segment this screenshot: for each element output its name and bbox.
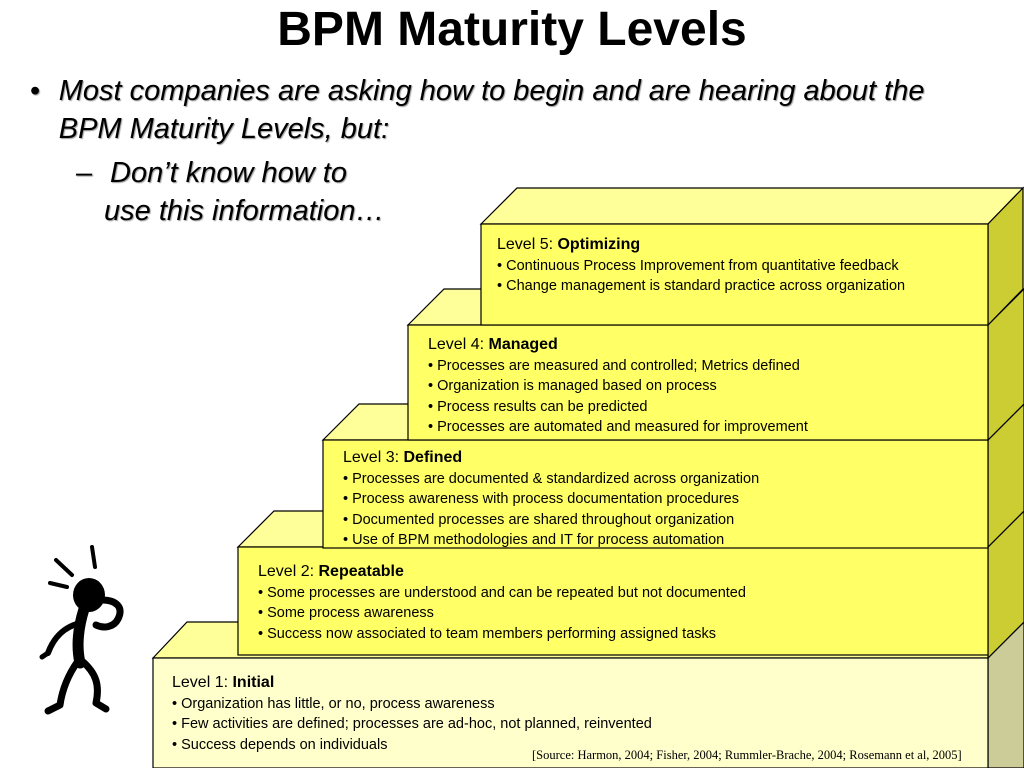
level-2-heading: Level 2: Repeatable [258,563,404,580]
level-2-item: • Some processes are understood and can … [258,584,746,601]
level-5-item: • Change management is standard practice… [497,278,906,294]
page-title: BPM Maturity Levels [277,3,747,56]
level-2-block: Level 2: Repeatable • Some processes are… [258,562,746,644]
level-3-heading: Level 3: Defined [343,449,463,466]
level-4-heading: Level 4: Managed [428,336,558,353]
step-4-front [407,324,989,441]
level-2-item: • Success now associated to team members… [258,625,717,642]
level-5-block: Level 5: Optimizing • Continuous Process… [497,235,905,297]
level-1-block: Level 1: Initial • Organization has litt… [172,673,652,755]
sub-bullet-line-2: use this information… [104,195,385,227]
level-3-item: • Documented processes are shared throug… [343,511,735,528]
step-5-front [480,223,989,326]
confused-stick-figure-icon [39,545,124,715]
level-3-item: • Process awareness with process documen… [343,491,739,507]
level-1-item: • Success depends on individuals [172,736,388,753]
level-1-item: • Few activities are defined; processes … [172,716,652,732]
level-3-item: • Processes are documented & standardize… [343,470,760,487]
level-3-block: Level 3: Defined • Processes are documen… [343,448,759,551]
level-4-item: • Organization is managed based on proce… [428,378,717,394]
sub-bullet-line-1: Don’t know how to [110,157,347,189]
bullet-text: Most companies are asking how to begin a… [58,75,925,145]
step-2-front [237,546,989,656]
step-3-front [322,439,989,549]
level-3-item: • Use of BPM methodologies and IT for pr… [343,532,725,548]
level-5-heading: Level 5: Optimizing [497,236,641,253]
bullet-list: • Most companies are asking how to begin… [30,72,970,230]
bullet-marker: • [30,75,41,107]
level-4-item: • Processes are measured and controlled;… [428,357,800,374]
sub-bullet-marker: – [76,157,93,189]
step-5-top [479,187,1024,225]
bullet-item: • Most companies are asking how to begin… [30,72,970,148]
level-5-item: • Continuous Process Improvement from qu… [497,257,899,274]
level-1-item: • Organization has little, or no, proces… [172,695,495,712]
level-4-item: • Process results can be predicted [428,398,648,415]
step-level-5 [479,186,1024,327]
source-citation: [Source: Harmon, 2004; Fisher, 2004; Rum… [532,748,962,762]
level-1-heading: Level 1: Initial [172,674,275,691]
level-4-item: • Processes are automated and measured f… [428,419,808,435]
level-4-block: Level 4: Managed • Processes are measure… [428,335,808,438]
step-1-front [152,657,989,768]
level-2-item: • Some process awareness [258,605,434,621]
sub-bullet-item: – Don’t know how to use this information… [76,154,970,230]
